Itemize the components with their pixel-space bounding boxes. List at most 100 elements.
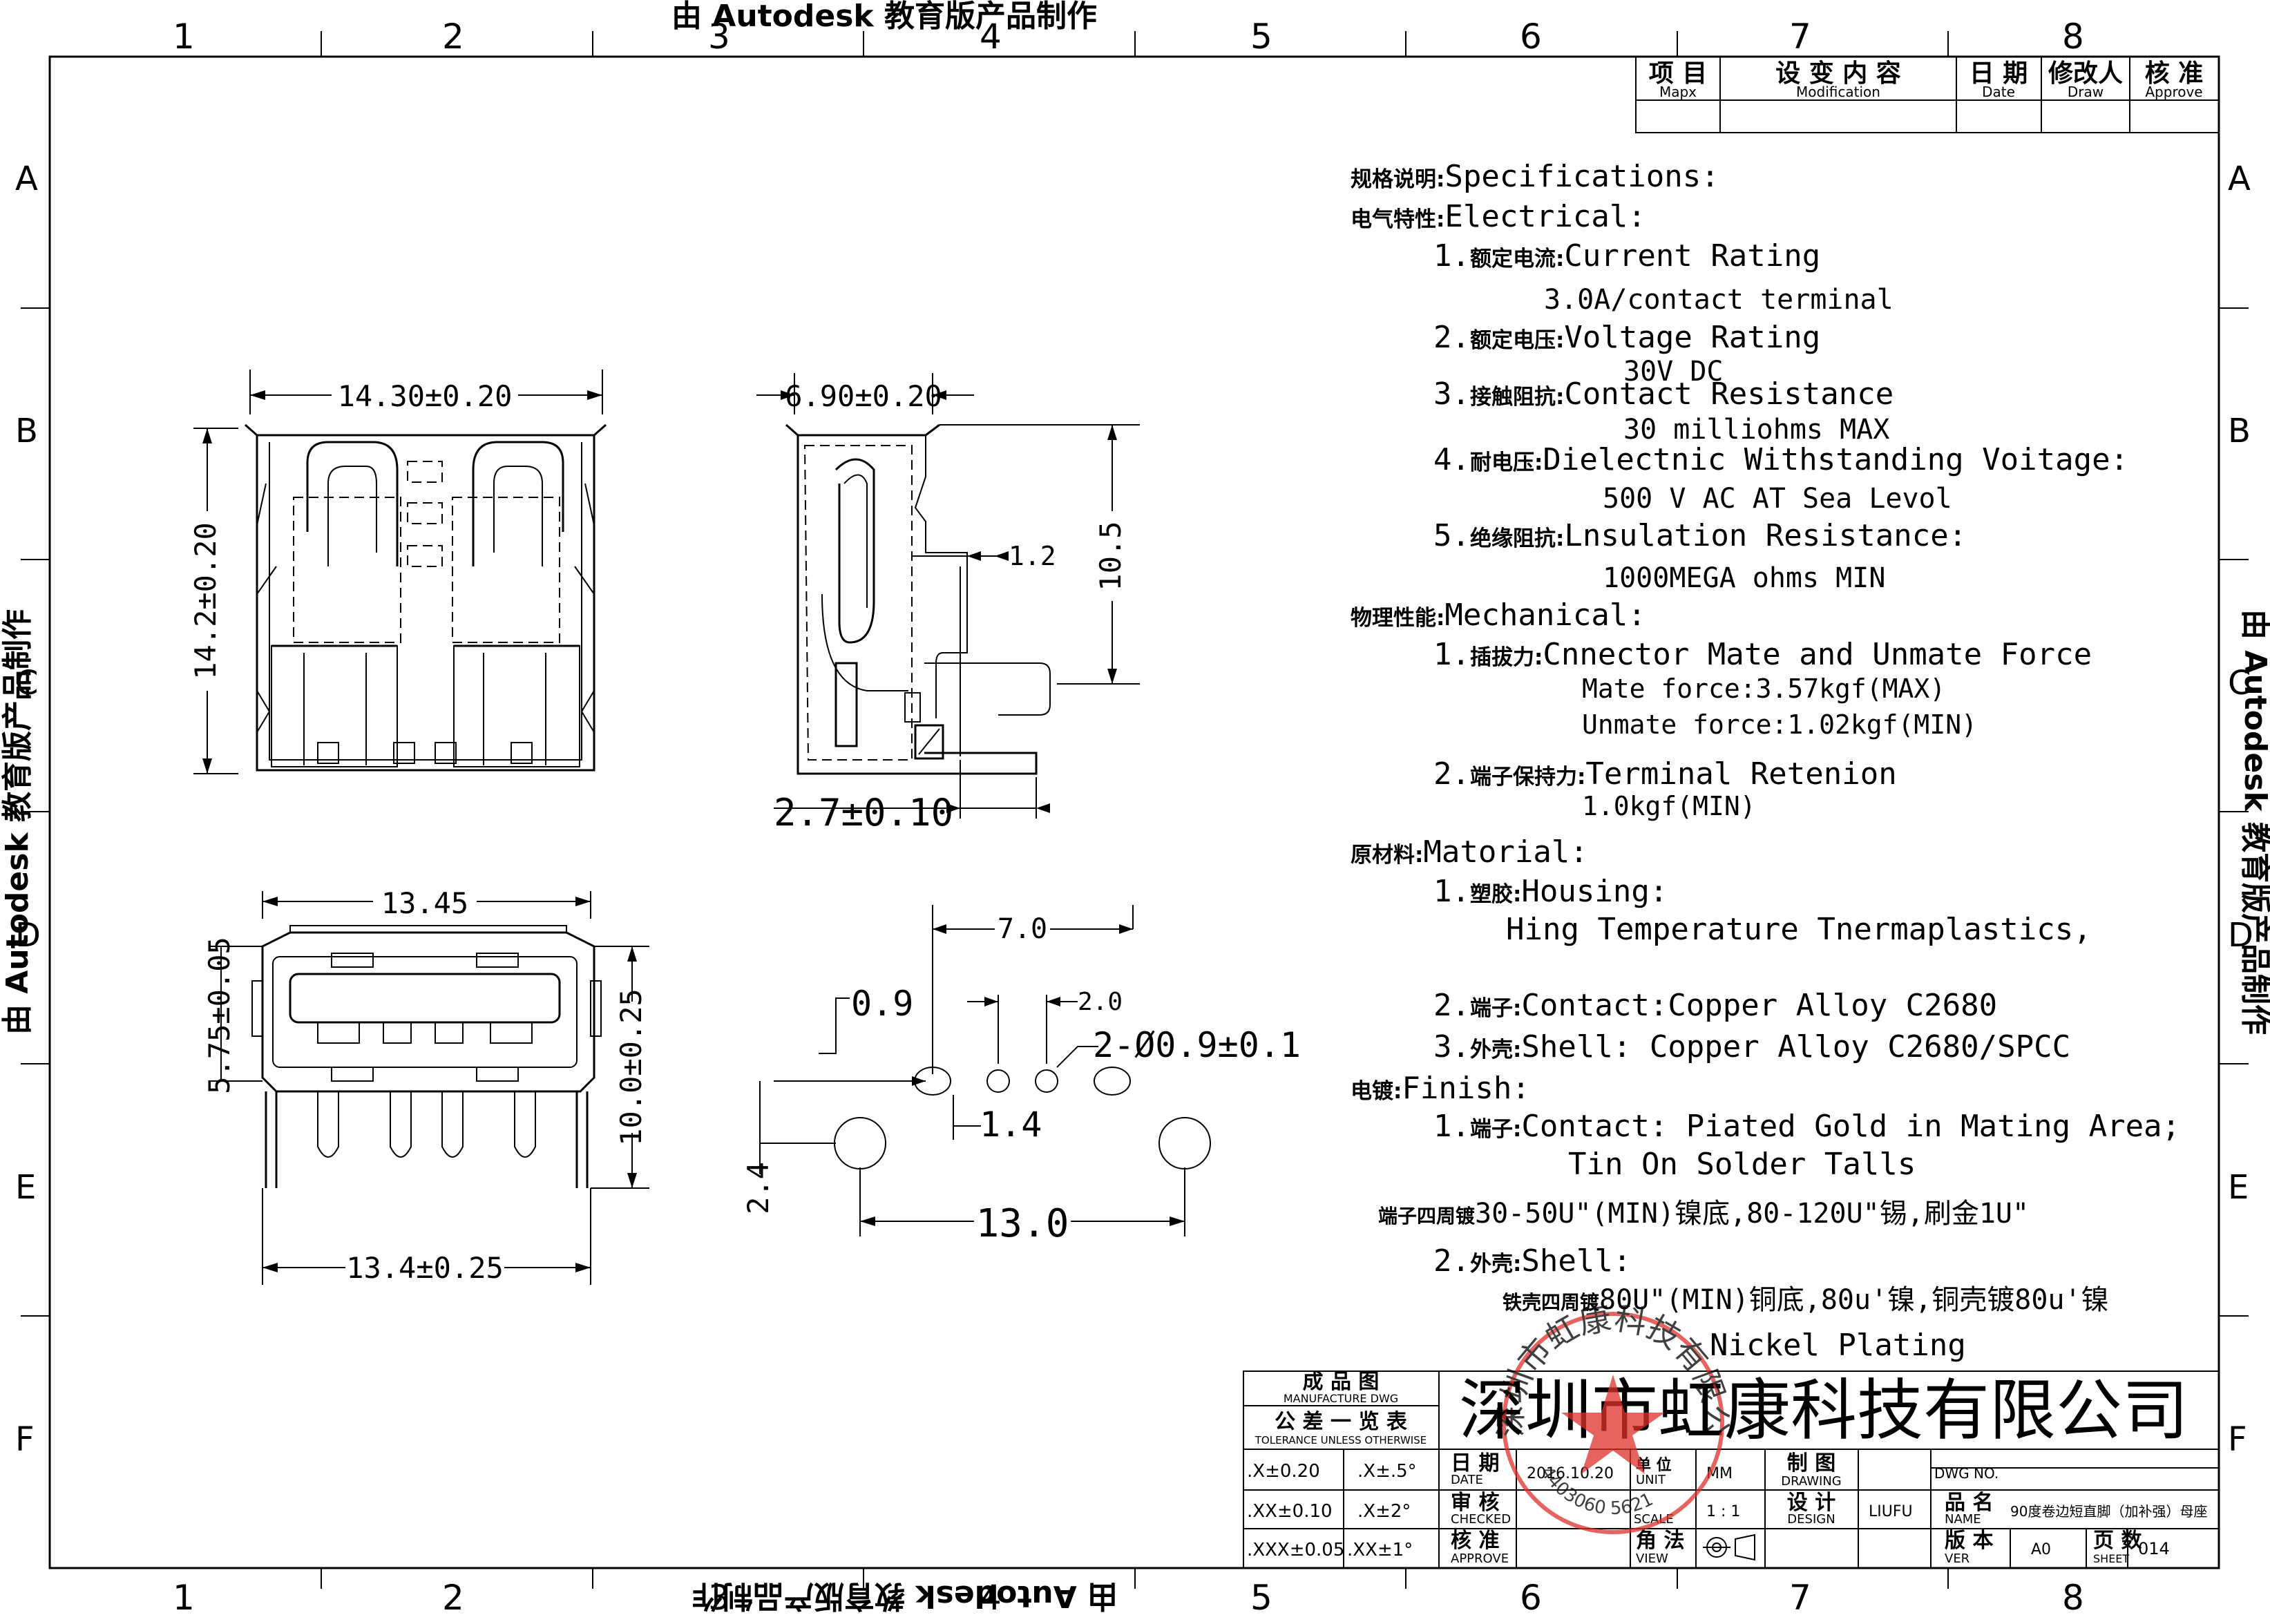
projection-symbol-icon <box>1703 1534 1755 1561</box>
dim-side-step: 1.2 <box>1009 541 1056 571</box>
date-value: 2016.10.20 <box>1527 1465 1614 1482</box>
col-label: 5 <box>1250 1578 1272 1618</box>
view-en: VIEW <box>1636 1551 1668 1566</box>
design-en: DESIGN <box>1787 1512 1835 1527</box>
sheet-cn: 页 数 <box>2093 1529 2142 1553</box>
spec-line: 500 V AC AT Sea Levol <box>1603 483 1952 515</box>
date-cn: 日 期 <box>1451 1451 1499 1475</box>
col-label: 4 <box>980 1578 1002 1618</box>
dim-side-width: 6.90±0.20 <box>785 379 942 413</box>
col-label: 6 <box>1520 1578 1542 1618</box>
rev-header: 核 准 <box>2145 59 2204 88</box>
scale-en: SCALE <box>1634 1512 1674 1527</box>
ver-value: A0 <box>2031 1541 2051 1558</box>
spec-line: Nickel Plating <box>1710 1328 1966 1363</box>
spec-line: 1.额定电流:Current Rating <box>1433 238 1820 274</box>
column-labels: 1 2 3 4 5 6 7 8 1 2 3 4 5 6 7 8 <box>173 17 2084 1618</box>
spec-line: Tin On Solder Talls <box>1568 1147 1916 1182</box>
col-label: 8 <box>2062 17 2084 57</box>
name-value: 90度卷边短直脚（加补强）母座 <box>2010 1503 2207 1520</box>
dim-side-bottom: 2.7±0.10 <box>774 791 953 834</box>
revision-table: 项 目 Mapx 设 变 内 容 Modification 日 期 Date 修… <box>1635 56 2220 133</box>
spec-line: 铁壳四周镀80U"(MIN)铜底,80u'镍,铜壳镀80u'镍 <box>1503 1284 2109 1316</box>
scale-value: 1 : 1 <box>1706 1503 1740 1520</box>
name-en: NAME <box>1945 1512 1981 1527</box>
watermark-right: 由 Autodesk 教育版产品制作 <box>2238 609 2270 1035</box>
col-label: 8 <box>2062 1578 2084 1618</box>
dwg-no: DWG NO. <box>1934 1465 1999 1482</box>
sheet-en: SHEET <box>2093 1552 2129 1565</box>
rev-header: 修改人 <box>2048 59 2123 88</box>
spec-line: 2.端子:Contact:Copper Alloy C2680 <box>1433 988 1997 1023</box>
ver-cn: 版 本 <box>1945 1529 1993 1553</box>
tol-row: .X±2° <box>1357 1501 1411 1522</box>
spec-line: 3.接触阻抗:Contact Resistance <box>1433 376 1894 412</box>
row-label: B <box>15 412 38 450</box>
watermark-left: 由 Autodesk 教育版产品制作 <box>0 609 35 1035</box>
tol-row: .X±.5° <box>1357 1461 1417 1482</box>
col-label: 1 <box>173 17 195 57</box>
approve-en: APPROVE <box>1451 1551 1509 1566</box>
tol-cn: 公 差 一 览 表 <box>1275 1410 1407 1434</box>
spec-line: Hing Temperature Tnermaplastics, <box>1506 912 2092 947</box>
tol-row: .XX±1° <box>1347 1540 1413 1560</box>
dwg-en: MANUFACTURE DWG <box>1284 1392 1398 1405</box>
dim-front-inner: 13.45 <box>381 886 468 920</box>
spec-line: 2.额定电压:Voltage Rating <box>1433 320 1820 355</box>
pcb-layout: 7.0 2.0 0.9 2-Ø0.9±0.1 1.4 2.4 <box>741 905 1301 1246</box>
spec-line: 4.耐电压:Dielectnic Withstanding Voitage: <box>1433 442 2128 477</box>
col-label: 3 <box>708 1578 730 1618</box>
spec-line: Mate force:3.57kgf(MAX) <box>1582 674 1945 704</box>
col-label: 7 <box>1789 17 1811 57</box>
view-cn: 角 法 <box>1636 1529 1684 1553</box>
front-view: 13.45 5.75±0.05 10.0±0.25 <box>202 886 649 1285</box>
spec-line: 5.绝缘阻抗:Lnsulation Resistance: <box>1433 518 1967 553</box>
design-cn: 设 计 <box>1787 1491 1835 1515</box>
dim-top-width: 14.30±0.20 <box>338 379 513 413</box>
spec-line: 1.塑胶:Housing: <box>1433 874 1668 909</box>
col-label: 6 <box>1520 17 1542 57</box>
company-name: 深圳市虹康科技有限公司 <box>1459 1372 2188 1449</box>
dwg-cn: 成 品 图 <box>1303 1370 1380 1394</box>
dim-side-height: 10.5 <box>1094 521 1127 591</box>
col-label: 5 <box>1250 17 1272 57</box>
spec-line: 物理性能:Mechanical: <box>1351 598 1646 633</box>
date-en: DATE <box>1451 1473 1483 1487</box>
col-label: 2 <box>442 17 464 57</box>
dim-front-right: 10.0±0.25 <box>614 988 648 1146</box>
spec-line: 30V DC <box>1623 356 1724 388</box>
spec-line: 电气特性:Electrical: <box>1351 199 1646 234</box>
dim-top-height: 14.2±0.20 <box>189 522 222 680</box>
col-label: 2 <box>442 1578 464 1618</box>
col-label: 3 <box>708 17 730 57</box>
title-block: 成 品 图 MANUFACTURE DWG 公 差 一 览 表 TOLERANC… <box>1243 1370 2220 1569</box>
col-label: 4 <box>980 17 1002 57</box>
col-label: 1 <box>173 1578 195 1618</box>
specifications: 规格说明:Specifications:电气特性:Electrical:1.额定… <box>1351 159 2180 1363</box>
spec-line: 3.0A/contact terminal <box>1544 284 1894 316</box>
row-labels: A B C D E F A B C D E F <box>15 160 2253 1459</box>
row-label: D <box>2228 916 2253 955</box>
dim-pcb-24: 2.4 <box>741 1162 775 1214</box>
row-label: E <box>15 1168 36 1207</box>
rev-header-en: Draw <box>2068 84 2104 100</box>
rev-header-en: Approve <box>2145 84 2202 100</box>
row-label: F <box>15 1420 35 1459</box>
side-view: 6.90±0.20 10.5 1.2 2.7± <box>756 373 1140 834</box>
spec-line: 端子四周镀30-50U"(MIN)镍底,80-120U"锡,刷金1U" <box>1378 1198 2029 1230</box>
tol-en: TOLERANCE UNLESS OTHERWISE <box>1255 1434 1427 1446</box>
dim-pcb-09: 0.9 <box>851 984 913 1024</box>
watermark-bottom: 由 Autodesk 教育版产品制作 <box>692 1578 1118 1614</box>
spec-line: 2.外壳:Shell: <box>1433 1243 1631 1279</box>
tol-row: .X±0.20 <box>1247 1461 1320 1482</box>
row-label: D <box>15 916 41 955</box>
spec-line: 30 milliohms MAX <box>1623 414 1889 446</box>
dim-pcb-hole: 2-Ø0.9±0.1 <box>1093 1025 1301 1065</box>
dim-pcb-130: 13.0 <box>976 1201 1069 1246</box>
sheet-value: 014 <box>2138 1539 2170 1558</box>
rev-header-en: Modification <box>1796 84 1880 100</box>
row-label: B <box>2228 412 2251 450</box>
row-label: E <box>2228 1168 2249 1207</box>
spec-line: 1.0kgf(MIN) <box>1582 791 1756 821</box>
dim-pcb-7: 7.0 <box>998 913 1047 945</box>
